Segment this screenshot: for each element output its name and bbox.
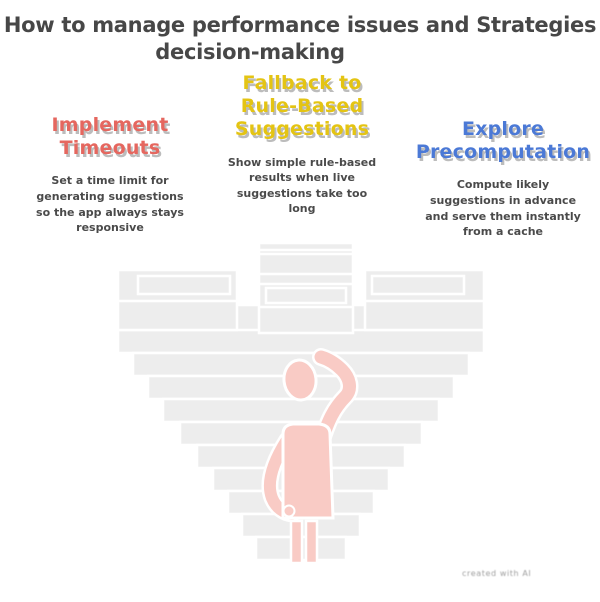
strategy-title: Fallback to Rule-Based Suggestions [234,72,370,141]
torso [281,422,335,520]
head [282,358,318,402]
strategy-description: Compute likely suggestions in advance an… [425,178,581,239]
left-leg [289,519,304,565]
staircase-steps [116,241,486,562]
right-wing-steps [363,268,486,332]
akimbo-arm [263,434,298,520]
right-leg [304,519,319,565]
page-title-line2: decision-making [155,39,345,64]
person-figure [261,348,359,565]
arm-outline [311,348,359,455]
strategy-description: Show simple rule-based results when live… [227,155,377,216]
raised-arm [313,350,356,453]
page-title: How to manage performance issues and Str… [0,12,600,66]
hand-on-hip [282,504,296,518]
strategy-implement-timeouts: Implement Timeouts Set a time limit for … [22,114,198,236]
podium [257,241,355,335]
strategy-explore-precomputation: Explore Precomputation Compute likely su… [410,118,596,240]
strategy-title: Implement Timeouts [51,114,169,160]
left-wing-steps [116,268,239,332]
page-title-line1: How to manage performance issues and Str… [3,13,597,37]
strategy-description: Set a time limit for generating suggesti… [36,174,184,235]
watermark: created with AI [462,569,532,578]
strategy-title: Explore Precomputation [415,118,591,164]
strategy-fallback-rule-based: Fallback to Rule-Based Suggestions Show … [214,72,390,217]
arm-outline [261,431,301,523]
